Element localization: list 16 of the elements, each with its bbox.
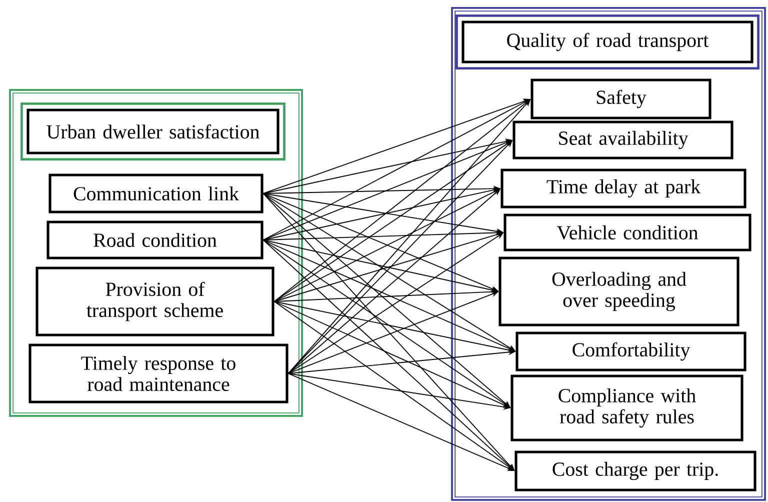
factor-box: Time delay at park bbox=[500, 168, 746, 208]
factor-box: Seat availability bbox=[512, 120, 734, 160]
factor-box: Comfortability bbox=[516, 332, 746, 372]
factor-box: Timely response to road maintenance bbox=[28, 344, 288, 404]
group-frame bbox=[451, 7, 766, 501]
factor-box: Road condition bbox=[46, 220, 264, 260]
group-frame bbox=[9, 89, 303, 417]
heading-box: Urban dweller satisfaction bbox=[20, 102, 286, 160]
factor-box: Vehicle condition bbox=[504, 214, 752, 252]
factor-box: Cost charge per trip. bbox=[514, 450, 756, 492]
heading-box: Quality of road transport bbox=[456, 14, 760, 70]
factor-box: Safety bbox=[530, 78, 712, 120]
factor-box: Compliance with road safety rules bbox=[510, 374, 744, 442]
factor-box: Communication link bbox=[48, 174, 264, 214]
factor-box: Overloading and over speeding bbox=[498, 256, 740, 326]
factor-box: Provision of transport scheme bbox=[36, 266, 274, 336]
